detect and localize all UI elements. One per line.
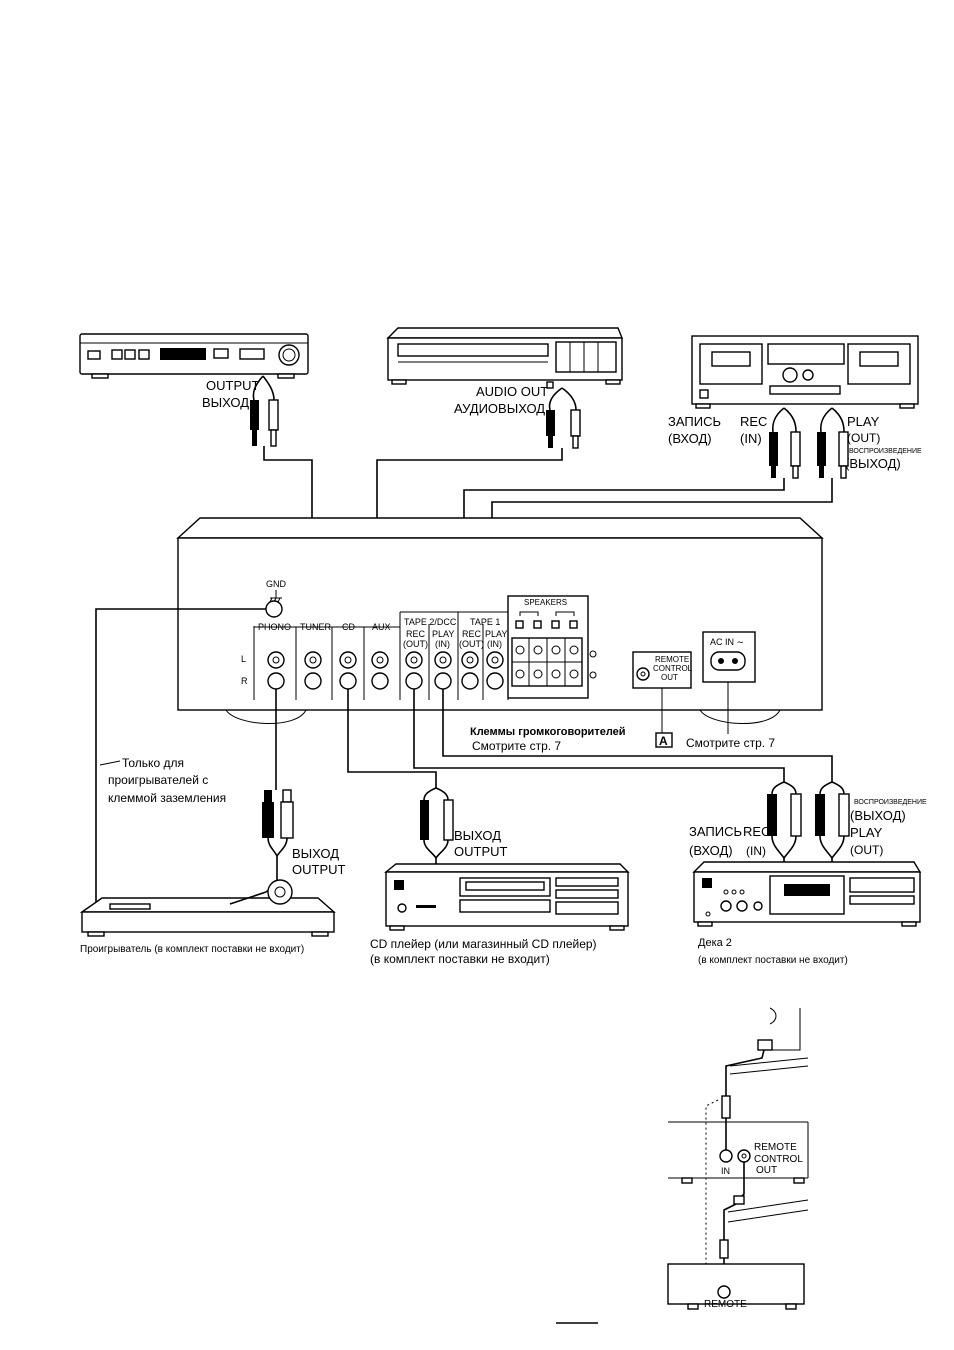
deck2-play-en-paren: (OUT) xyxy=(850,843,883,857)
remote-control-out-jack xyxy=(632,651,692,689)
inset-remote-out-1: REMOTE xyxy=(754,1142,797,1153)
turntable-output-en: OUTPUT xyxy=(292,862,346,877)
deck2-play-plug xyxy=(815,781,850,868)
deck2-play-ru-small: ВОСПРОИЗВЕДЕНИЕ xyxy=(854,799,927,806)
tuner-output-label-ru: ВЫХОД xyxy=(202,395,249,410)
tape2-play-cable xyxy=(442,689,833,782)
vcr-audio-out-ru: АУДИОВЫХОД xyxy=(454,401,545,416)
cd-caption-1: CD плейер (или магазинный CD плейер) xyxy=(370,937,597,951)
tuner-rca-plug xyxy=(250,375,279,447)
tuner-device xyxy=(79,333,309,379)
remote-label-2: CONTROL xyxy=(653,664,693,673)
tape1-play-sub: (IN) xyxy=(487,639,502,649)
tape1-rec-sub: (OUT) xyxy=(459,639,484,649)
deck2-rec-en-paren: (IN) xyxy=(746,844,766,858)
gnd-label: GND xyxy=(266,579,287,589)
inset-remote-out-2: CONTROL xyxy=(754,1154,803,1165)
cd-output-ru: ВЫХОД xyxy=(454,828,501,843)
remote-label-1: REMOTE xyxy=(655,655,689,664)
turntable-output-ru: ВЫХОД xyxy=(292,846,339,861)
cd-rca-plug xyxy=(420,787,454,872)
vcr-audio-out-en: AUDIO OUT xyxy=(476,384,548,399)
tape2-title: TAPE 2/DCC xyxy=(404,617,457,627)
deck1-rec-plug xyxy=(769,407,801,479)
deck2-rec-ru-paren: (ВХОД) xyxy=(689,843,733,858)
inset-remote-out-3: OUT xyxy=(756,1165,777,1176)
tape2-section xyxy=(399,611,459,700)
deck1-play-ru-paren: (ВЫХОД) xyxy=(845,456,901,471)
channel-right-label: R xyxy=(241,676,248,686)
see-page-note-1: Смотрите стр. 7 xyxy=(472,739,561,753)
speaker-terminals-note: Клеммы громкоговорителей xyxy=(470,726,626,738)
gnd-terminal xyxy=(265,600,283,618)
turntable-caption: Проигрыватель (в комплект поставки не вх… xyxy=(80,944,304,955)
input-jacks xyxy=(267,651,389,690)
ac-in-socket xyxy=(702,631,756,683)
ground-note-3: клеммой заземления xyxy=(108,791,226,805)
channel-left-label: L xyxy=(241,654,246,664)
cd-cable xyxy=(347,689,437,788)
remote-label-3: OUT xyxy=(661,673,678,682)
tuner-output-label-en: OUTPUT xyxy=(206,378,260,393)
cd-player-device xyxy=(384,863,630,931)
deck1-play-ru-small: ВОСПРОИЗВЕДЕНИЕ xyxy=(849,448,922,455)
deck2-rec-ru: ЗАПИСЬ xyxy=(689,824,742,839)
see-page-note-2: Смотрите стр. 7 xyxy=(686,736,775,750)
marker-a: A xyxy=(659,734,668,748)
vcr-rca-plug xyxy=(546,387,581,449)
tape2-rec: REC xyxy=(406,629,426,639)
deck1-play-en-paren: (OUT) xyxy=(847,431,880,445)
deck2-rec-plug xyxy=(767,781,802,868)
deck2-play-ru-paren: (ВЫХОД) xyxy=(850,808,906,823)
cd-caption-2: (в комплект поставки не входит) xyxy=(370,952,550,966)
deck1-rec-en-paren: (IN) xyxy=(740,431,762,446)
ac-in-label: AC IN ∼ xyxy=(710,637,744,647)
speakers-label: SPEAKERS xyxy=(524,598,567,607)
tape1-title: TAPE 1 xyxy=(470,617,500,627)
deck2-rec-en: REC xyxy=(743,824,770,839)
tape1-play: PLAY xyxy=(485,629,507,639)
ground-icon xyxy=(269,590,282,603)
speaker-terminals xyxy=(507,595,597,699)
deck1-device xyxy=(691,335,919,409)
deck1-play-plug xyxy=(817,407,849,479)
tape2-rec-sub: (OUT) xyxy=(403,639,428,649)
deck2-play-en: PLAY xyxy=(850,825,883,840)
marker-a-box xyxy=(655,732,673,748)
deck1-rec-en: REC xyxy=(740,414,767,429)
deck2-caption-1: Дека 2 xyxy=(698,937,732,949)
phono-rca-plug xyxy=(262,789,294,857)
ground-wire xyxy=(95,608,266,920)
deck1-rec-ru: ЗАПИСЬ xyxy=(668,414,721,429)
tape2-rec-cable xyxy=(413,689,785,782)
remote-inset xyxy=(667,1007,809,1310)
deck1-play-en: PLAY xyxy=(847,414,880,429)
cd-output-en: OUTPUT xyxy=(454,844,508,859)
tape1-rec: REC xyxy=(462,629,482,639)
ground-note-2: проигрывателей с xyxy=(108,773,208,787)
deck2-device xyxy=(692,861,922,927)
tape2-play-sub: (IN) xyxy=(435,639,450,649)
inset-remote-label: REMOTE xyxy=(704,1299,747,1310)
turntable-device xyxy=(79,879,336,937)
deck1-rec-ru-paren: (ВХОД) xyxy=(668,431,712,446)
vcr-device xyxy=(386,327,624,389)
ground-note-1: Только для xyxy=(122,756,184,770)
deck2-caption-2: (в комплект поставки не входит) xyxy=(698,955,848,966)
inset-in-label: IN xyxy=(721,1166,730,1176)
tape2-play: PLAY xyxy=(432,629,454,639)
